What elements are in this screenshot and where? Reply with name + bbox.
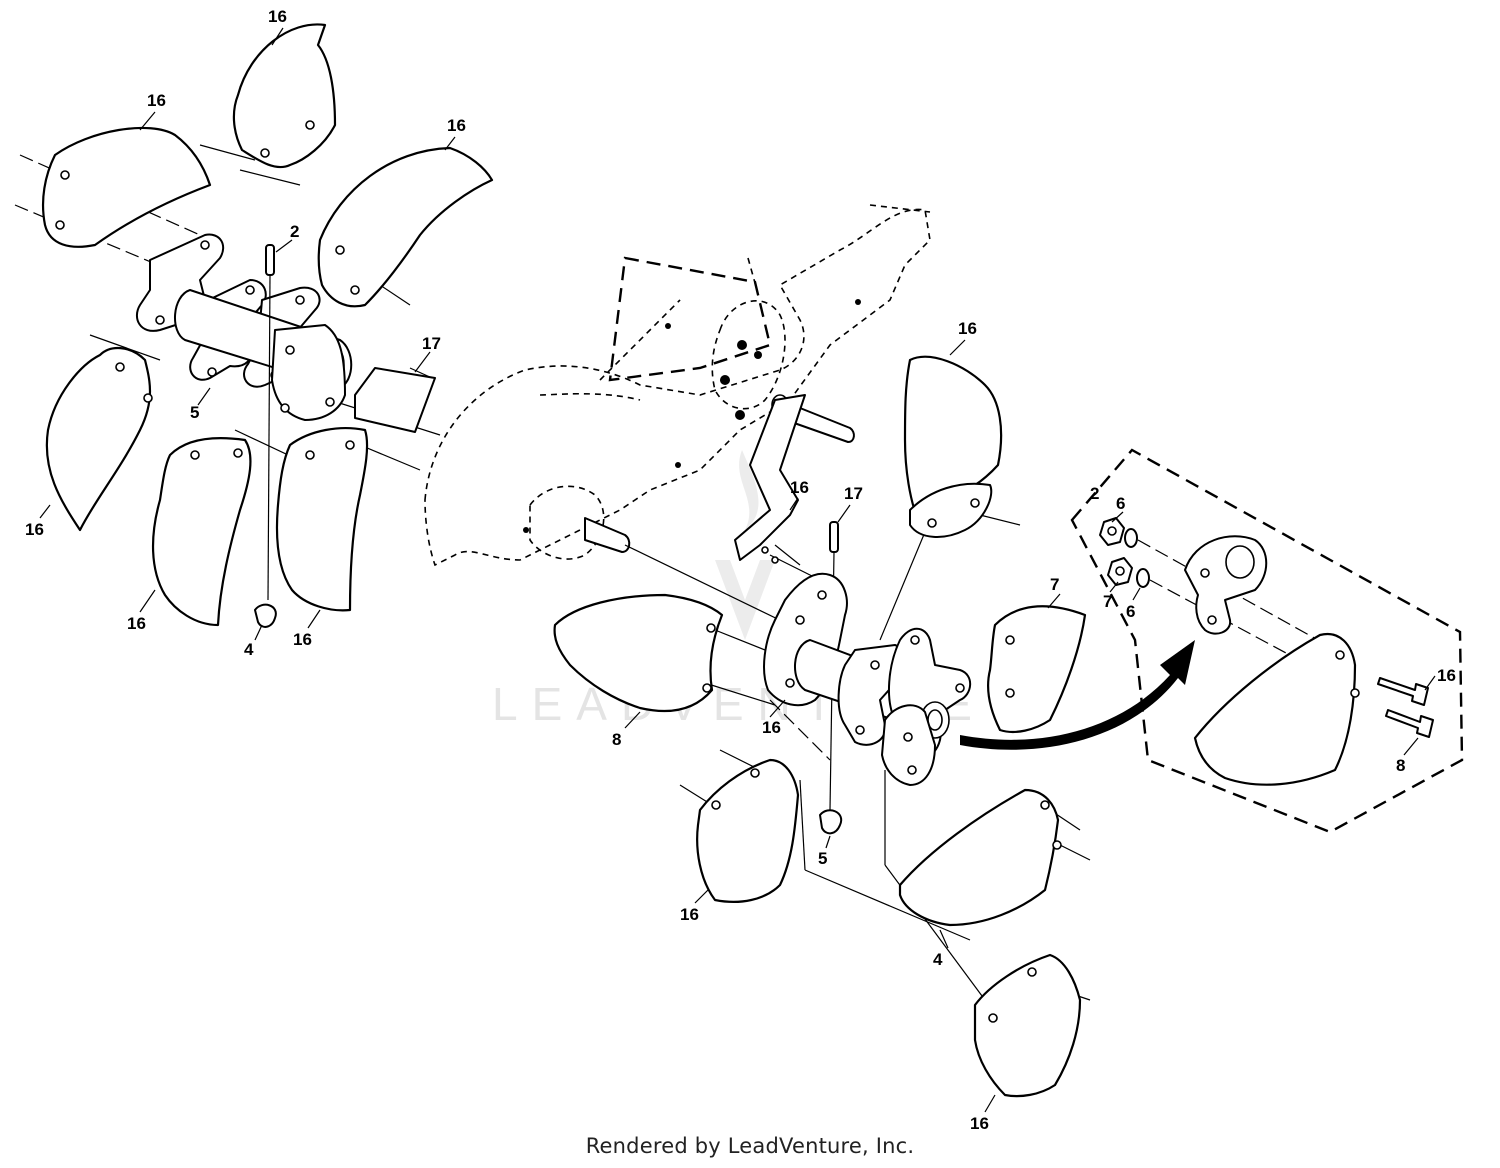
hairpin-clip	[254, 603, 277, 628]
callout-label: 5	[190, 403, 199, 422]
callout-label: 16	[762, 718, 781, 737]
tine-blade	[232, 23, 337, 169]
tine-blade	[317, 146, 494, 308]
callout-label: 4	[244, 640, 254, 659]
depth-plate	[734, 394, 806, 561]
detail-inset	[1070, 448, 1464, 834]
tine-blade	[973, 953, 1082, 1098]
detail-arrow	[960, 640, 1195, 750]
callout-label: 5	[818, 849, 827, 868]
callout-labels: 16 16 16 2 17 5 16 16 16 4 16 16 17 2 6 …	[25, 7, 1456, 1133]
callout-label: 16	[958, 319, 977, 338]
callout-label: 16	[1437, 666, 1456, 685]
callout-label: 2	[290, 222, 299, 241]
callout-label: 6	[1126, 602, 1135, 621]
left-tine-assembly	[14, 23, 494, 628]
callout-label: 4	[933, 950, 943, 969]
tine-blade	[151, 437, 252, 627]
lock-washer	[1136, 568, 1150, 588]
tine-blade	[45, 347, 152, 532]
leader-lines	[39, 27, 1436, 1113]
tine-blade	[1193, 632, 1357, 786]
callout-label: 16	[680, 905, 699, 924]
lock-washer	[1124, 528, 1138, 548]
callout-label: 2	[1090, 484, 1099, 503]
clevis-pin	[829, 521, 839, 553]
callout-label: 16	[970, 1114, 989, 1133]
callout-label: 6	[1116, 494, 1125, 513]
callout-label: 17	[844, 484, 863, 503]
tine-blade	[553, 593, 724, 713]
tine-bracket	[1184, 535, 1268, 635]
rendered-by-footer: Rendered by LeadVenture, Inc.	[585, 1134, 915, 1158]
callout-label: 7	[1050, 575, 1059, 594]
tine-blade	[41, 126, 212, 248]
tine-blade	[898, 788, 1060, 927]
callout-label: 16	[790, 478, 809, 497]
callout-label: 16	[147, 91, 166, 110]
callout-label: 16	[293, 630, 312, 649]
callout-label: 16	[447, 116, 466, 135]
callout-label: 8	[1396, 756, 1405, 775]
clevis-pin	[265, 244, 275, 276]
callout-label: 17	[422, 334, 441, 353]
callout-label: 16	[127, 614, 146, 633]
callout-label: 16	[25, 520, 44, 539]
tine-flange	[881, 704, 936, 786]
hairpin-clip	[819, 809, 843, 835]
callout-label: 7	[1103, 592, 1112, 611]
callout-label: 16	[268, 7, 287, 26]
tine-blade	[275, 427, 369, 612]
right-tine-assembly	[553, 355, 1195, 1098]
tine-blade	[986, 605, 1087, 734]
tine-blade	[696, 758, 800, 903]
hex-bolt	[1377, 677, 1429, 706]
tiller-frame	[424, 204, 931, 567]
callout-label: 8	[612, 730, 621, 749]
depth-plate	[354, 367, 436, 433]
hex-bolt	[1385, 709, 1434, 738]
